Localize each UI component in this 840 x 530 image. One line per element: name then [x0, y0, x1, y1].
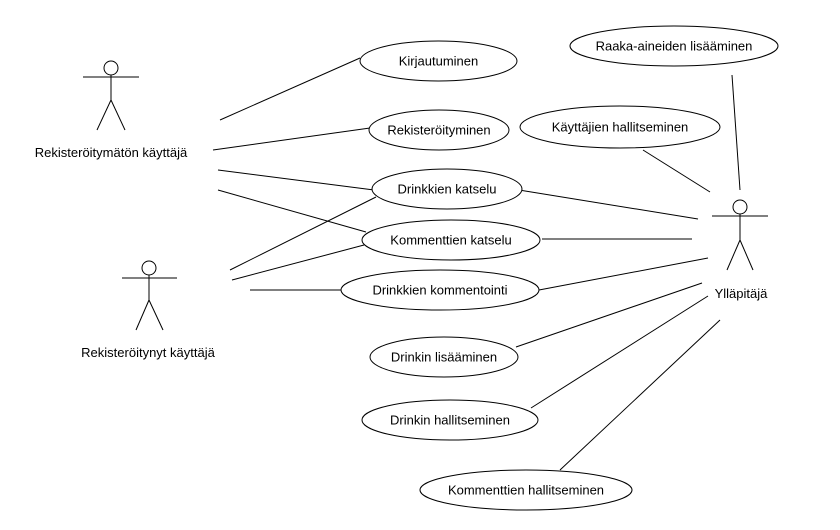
usecase-view-drinks-oval: [371, 168, 523, 210]
usecase-manage-drink-oval: [361, 399, 539, 441]
actor-admin-right-leg: [739, 239, 754, 271]
usecase-view-comments-oval: [361, 219, 541, 261]
actor-unregistered-label: Rekisteröitymätön käyttäjä: [35, 145, 188, 160]
association-admin-add-drink: [515, 282, 703, 348]
usecase-manage-comments-oval: [419, 469, 633, 511]
usecase-view-drinks: Drinkkien katselu: [371, 168, 523, 210]
actor-registered-right-leg: [148, 299, 164, 331]
association-unregistered-login: [219, 57, 361, 121]
usecase-manage-users-oval: [519, 105, 721, 149]
actor-admin-left-leg: [726, 239, 741, 271]
usecase-comment-drinks: Drinkkien kommentointi: [340, 269, 540, 311]
actor-unregistered-right-leg: [110, 99, 126, 131]
association-admin-manage-comments: [559, 319, 721, 471]
usecase-login: Kirjautuminen: [359, 40, 518, 82]
usecase-add-drink-oval: [369, 336, 519, 378]
usecase-view-comments-label: Kommenttien katselu: [390, 233, 511, 248]
usecase-register-oval: [368, 109, 510, 151]
usecase-add-drink: Drinkin lisääminen: [369, 336, 519, 378]
usecase-register: Rekisteröityminen: [368, 109, 510, 151]
usecase-manage-drink: Drinkin hallitseminen: [361, 399, 539, 441]
usecase-manage-users: Käyttäjien hallitseminen: [519, 105, 721, 149]
association-unregistered-view-drinks: [217, 169, 375, 191]
actor-admin-head: [732, 199, 748, 215]
usecase-register-label: Rekisteröityminen: [387, 123, 490, 138]
usecase-login-oval: [359, 40, 518, 82]
usecase-comment-drinks-label: Drinkkien kommentointi: [372, 283, 507, 298]
usecase-manage-users-label: Käyttäjien hallitseminen: [552, 120, 689, 135]
usecase-add-drink-label: Drinkin lisääminen: [391, 350, 497, 365]
usecase-manage-drink-label: Drinkin hallitseminen: [390, 413, 510, 428]
actor-unregistered-left-leg: [96, 99, 112, 131]
association-admin-comment-drinks: [538, 257, 709, 291]
association-unregistered-register: [212, 127, 371, 151]
usecase-comment-drinks-oval: [340, 269, 540, 311]
association-admin-view-drinks: [518, 189, 699, 220]
actor-registered-head: [141, 260, 157, 276]
usecase-manage-comments: Kommenttien hallitseminen: [419, 469, 633, 511]
usecase-manage-comments-label: Kommenttien hallitseminen: [448, 483, 604, 498]
usecase-login-label: Kirjautuminen: [399, 54, 479, 69]
usecase-view-drinks-label: Drinkkien katselu: [398, 182, 497, 197]
association-admin-manage-users: [642, 149, 711, 193]
association-unregistered-view-comments: [217, 189, 367, 233]
actor-registered-label: Rekisteröitynyt käyttäjä: [81, 345, 215, 360]
actor-unregistered-head: [103, 60, 119, 76]
association-registered-view-drinks: [229, 196, 377, 271]
actor-unregistered-figure: [83, 60, 139, 131]
association-admin-manage-drink: [530, 295, 709, 409]
association-admin-add-ingredients: [731, 74, 741, 191]
actor-admin-figure: [712, 199, 768, 271]
actor-registered-figure: [122, 260, 177, 331]
actor-registered-left-leg: [135, 299, 150, 331]
usecase-add-ingredients: Raaka-aineiden lisääminen: [569, 25, 779, 67]
actor-admin-label: Ylläpitäjä: [715, 286, 769, 301]
usecase-view-comments: Kommenttien katselu: [361, 219, 541, 261]
association-registered-view-comments: [231, 244, 365, 281]
usecase-add-ingredients-oval: [569, 25, 779, 67]
associations: [212, 57, 741, 471]
usecase-add-ingredients-label: Raaka-aineiden lisääminen: [596, 39, 753, 54]
